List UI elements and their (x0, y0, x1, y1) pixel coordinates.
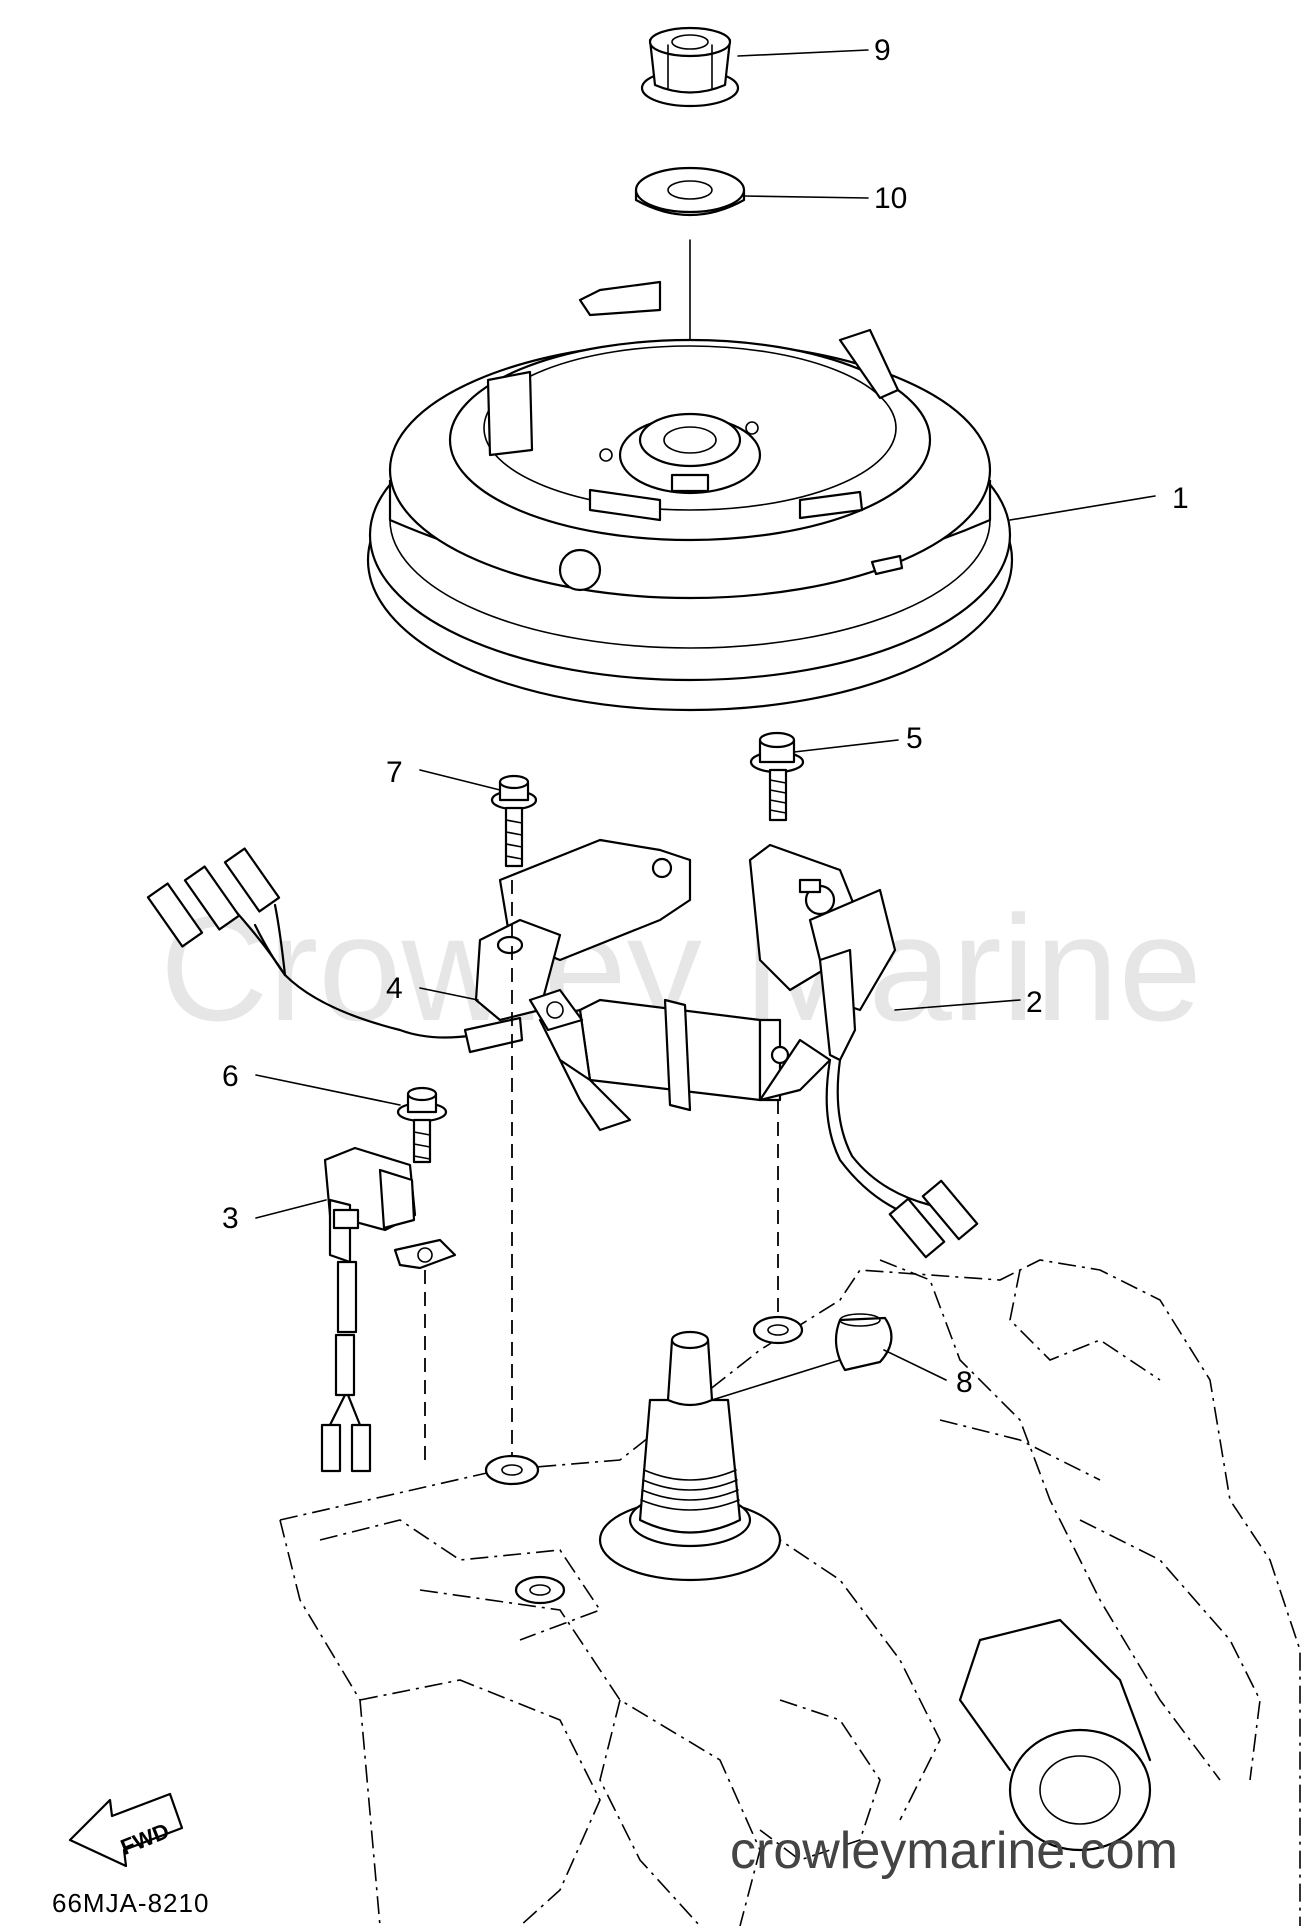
leader-line-6 (255, 1074, 401, 1106)
callout-5: 5 (906, 722, 923, 755)
figure-code: 66MJA-8210 (52, 1888, 209, 1918)
bolt-part-5 (749, 731, 805, 822)
leader-line-9 (737, 49, 869, 57)
charge-coil-part-4 (146, 838, 832, 1132)
woodruff-key-part-8 (834, 1313, 893, 1372)
callout-2: 2 (1026, 986, 1043, 1019)
leader-line-4 (419, 987, 479, 1001)
flange-nut-part-9 (640, 26, 740, 108)
callout-6: 6 (222, 1060, 239, 1093)
flywheel-magneto-part-1 (366, 280, 1014, 712)
callout-7: 7 (386, 756, 403, 789)
leader-line-5 (793, 739, 899, 753)
engine-block (279, 1259, 1301, 1926)
callout-3: 3 (222, 1202, 239, 1235)
bolt-part-6 (396, 1086, 448, 1164)
pulser-coil-part-2 (748, 843, 979, 1259)
leader-line-2 (894, 999, 1021, 1011)
leader-line-1 (1009, 495, 1156, 521)
watermark-url: crowleymarine.com (730, 1822, 1178, 1880)
leader-line-3 (255, 1199, 327, 1219)
bolt-part-7 (490, 774, 538, 868)
callout-4: 4 (386, 972, 403, 1005)
leader-line-10 (743, 195, 869, 199)
callouts: 9 10 1 5 7 4 2 6 3 8 (222, 34, 1189, 1399)
callout-1: 1 (1172, 482, 1189, 515)
callout-10: 10 (874, 182, 907, 215)
fwd-arrow-icon: FWD (68, 1792, 184, 1868)
switch-part-3 (320, 1146, 457, 1473)
leader-line-7 (419, 769, 501, 791)
callout-9: 9 (874, 34, 891, 67)
leader-line-8 (883, 1349, 947, 1381)
washer-part-10 (634, 166, 746, 216)
callout-8: 8 (956, 1366, 973, 1399)
